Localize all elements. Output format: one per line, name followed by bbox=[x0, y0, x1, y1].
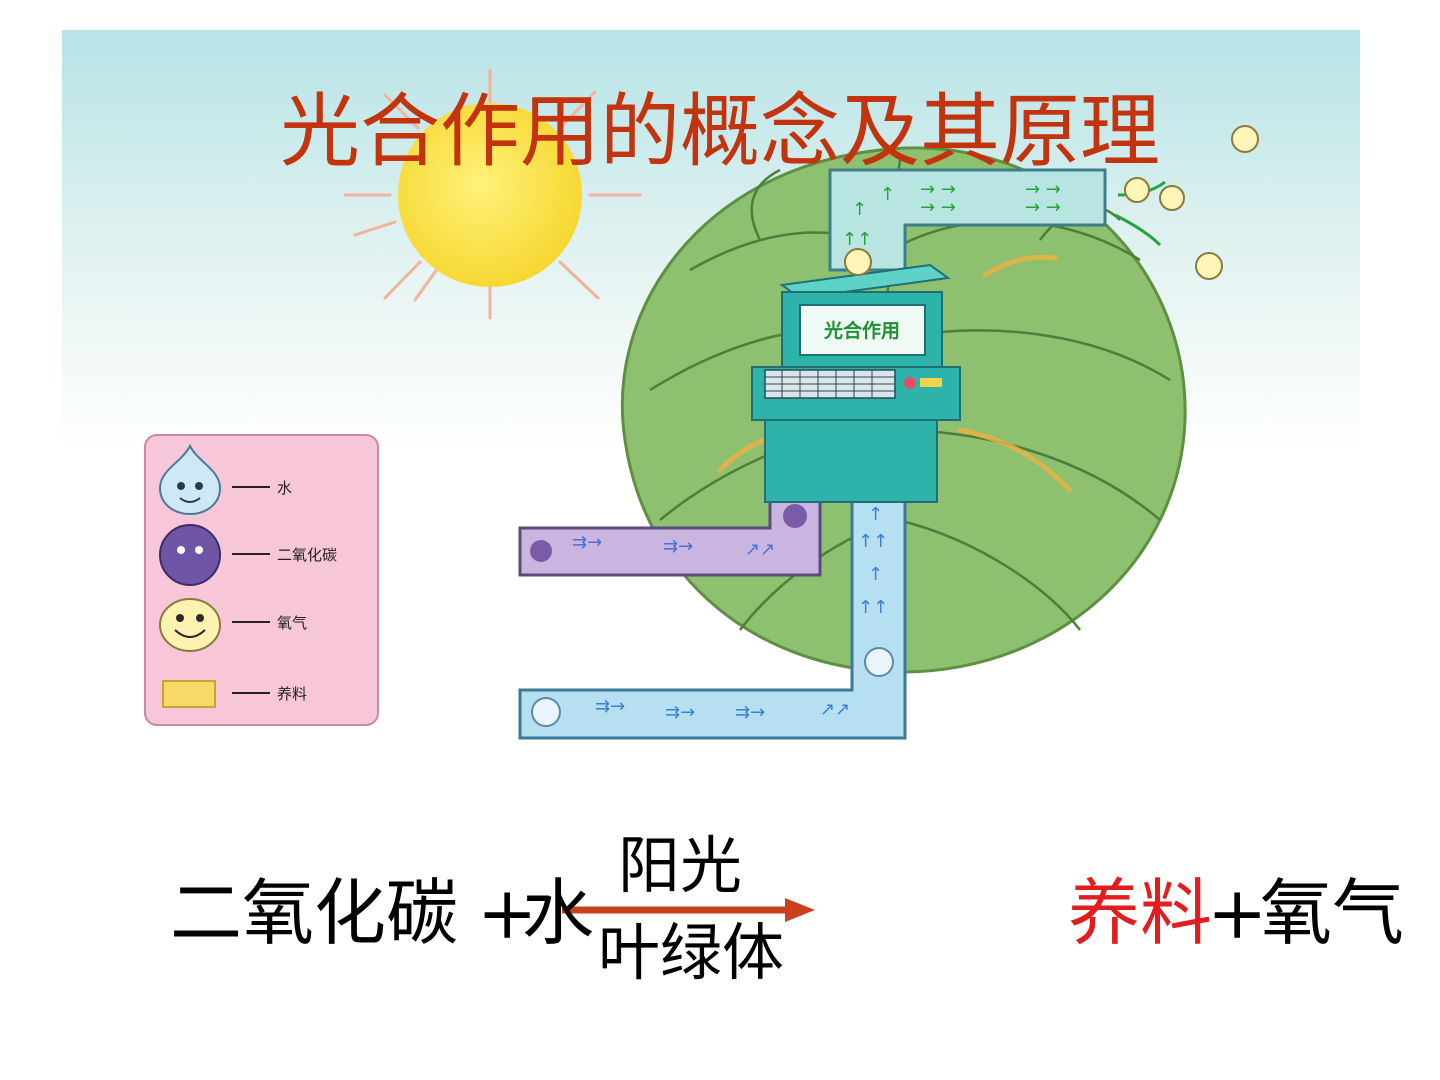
svg-text:⇉→: ⇉→ bbox=[572, 532, 602, 553]
equation-plus-2: + bbox=[1207, 871, 1268, 955]
svg-text:⇉→: ⇉→ bbox=[735, 702, 765, 723]
svg-text:→ →: → → bbox=[1025, 179, 1061, 200]
carbon-dioxide-icon bbox=[159, 524, 221, 586]
legend: 水 二氧化碳 氧气 养料 bbox=[144, 434, 379, 726]
reaction-arrow bbox=[562, 898, 815, 922]
legend-label-carbon-dioxide: 二氧化碳 bbox=[277, 546, 337, 564]
equation-condition-chloroplast: 叶绿体 bbox=[598, 916, 785, 989]
machine-screen-label: 光合作用 bbox=[823, 319, 900, 342]
svg-text:↑↑: ↑↑ bbox=[858, 531, 888, 552]
legend-label-nutrient: 养料 bbox=[277, 685, 307, 703]
equation-reactant-water: 水 bbox=[522, 871, 595, 955]
svg-text:→ →: → → bbox=[1025, 197, 1061, 218]
equation-reactant-carbon-dioxide: 二氧化碳 bbox=[170, 871, 459, 955]
photosynthesis-machine bbox=[751, 263, 961, 503]
oxygen-icon bbox=[159, 598, 221, 652]
slide-title: 光合作用的概念及其原理 bbox=[280, 85, 1160, 178]
svg-text:↗↗: ↗↗ bbox=[820, 699, 850, 720]
sun-icon bbox=[343, 68, 642, 320]
svg-text:⇉→: ⇉→ bbox=[663, 536, 693, 557]
svg-text:↗↗: ↗↗ bbox=[745, 539, 775, 560]
svg-text:↑: ↑ bbox=[852, 199, 867, 220]
svg-text:↑↑: ↑↑ bbox=[858, 597, 888, 618]
water-drop-icon bbox=[158, 443, 222, 516]
equation-product-nutrient: 养料 bbox=[1068, 871, 1213, 955]
equation-product-oxygen: 氧气 bbox=[1260, 871, 1405, 955]
svg-text:→ →: → → bbox=[920, 197, 956, 218]
svg-text:⇉→: ⇉→ bbox=[665, 702, 695, 723]
nutrient-icon bbox=[162, 680, 216, 708]
legend-label-water: 水 bbox=[277, 479, 292, 497]
carbon-dioxide-pipe: ⇉→ ⇉→ ↗↗ bbox=[518, 498, 822, 577]
oxygen-molecules bbox=[844, 125, 1259, 280]
svg-text:↑: ↑ bbox=[880, 184, 895, 205]
svg-text:→ →: → → bbox=[920, 179, 956, 200]
svg-text:↑: ↑ bbox=[868, 564, 883, 585]
equation-plus-1: + bbox=[477, 871, 538, 955]
legend-label-oxygen: 氧气 bbox=[277, 614, 307, 632]
svg-text:⇉→: ⇉→ bbox=[595, 696, 625, 717]
equation-condition-sunlight: 阳光 bbox=[618, 829, 743, 902]
svg-text:↑↑: ↑↑ bbox=[842, 229, 872, 250]
water-pipe: ↑ ↑↑ ↑ ↑↑ ⇉→ ⇉→ ⇉→ ↗↗ bbox=[518, 498, 907, 740]
svg-text:↑: ↑ bbox=[868, 504, 883, 525]
